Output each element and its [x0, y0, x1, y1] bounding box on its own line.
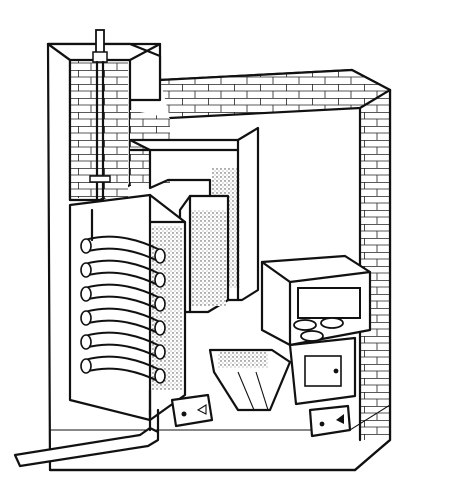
right-ash-door	[308, 404, 352, 438]
pipe-through-chimney	[89, 29, 111, 207]
right-firebox-oven	[260, 254, 372, 347]
outlet-water-pipe	[13, 408, 160, 468]
serpentine-flue-duct	[128, 126, 260, 314]
left-ash-door	[170, 393, 214, 428]
right-firebox-door	[288, 336, 357, 406]
ash-pit-channel	[208, 348, 292, 412]
coiled-heat-exchanger	[68, 193, 187, 422]
